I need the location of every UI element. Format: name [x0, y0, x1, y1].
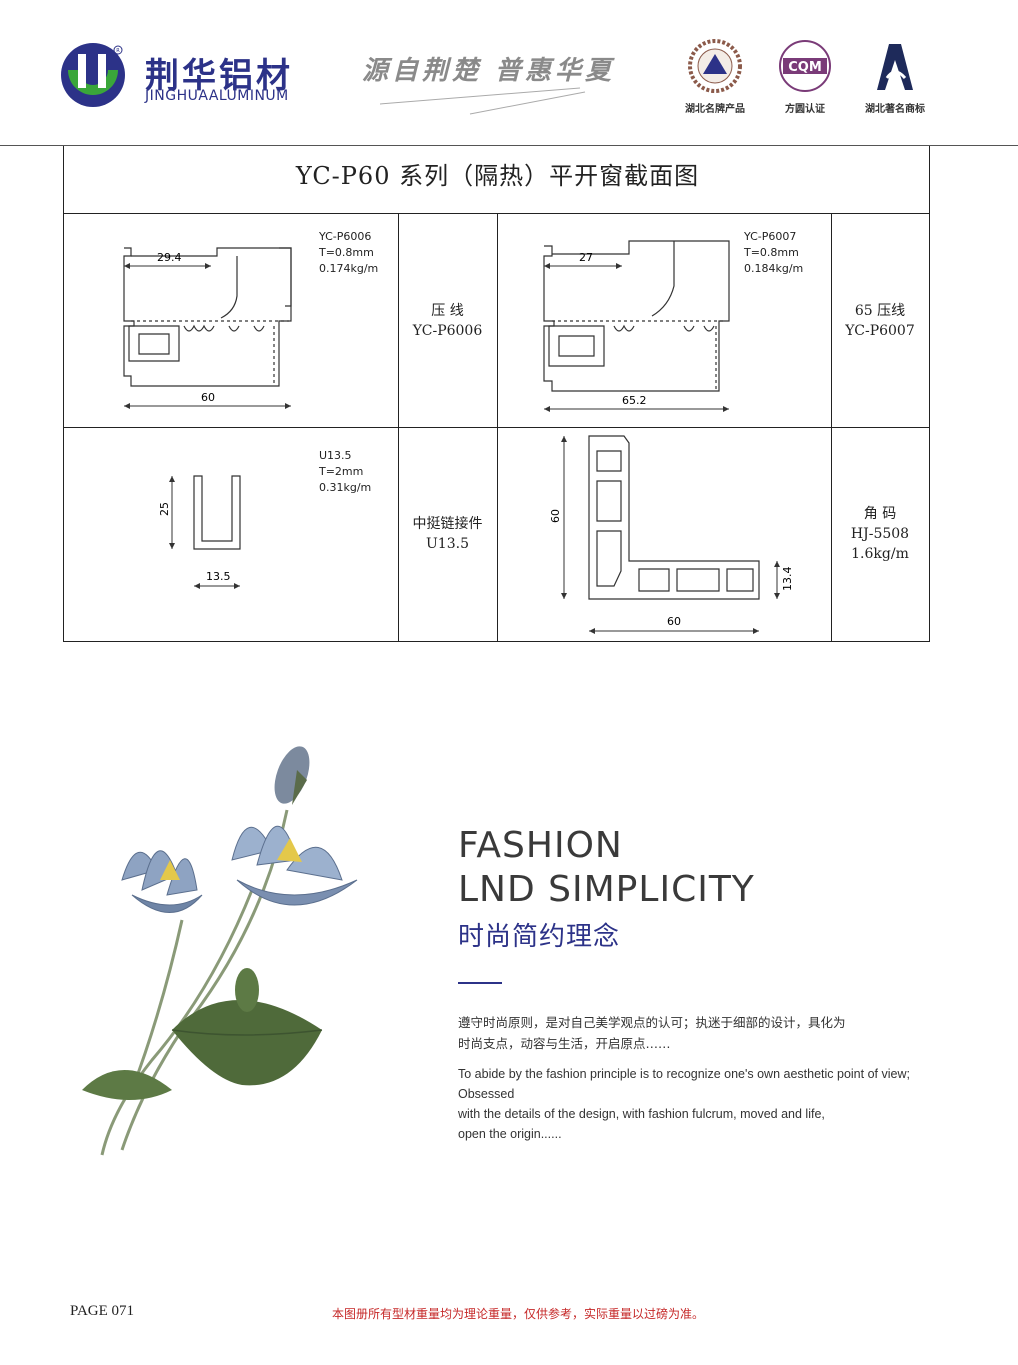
dimension-label: 27	[579, 251, 593, 264]
profile-label-u13-5: 中挺链接件 U13.5	[398, 514, 497, 554]
weight-disclaimer: 本图册所有型材重量均为理论重量，仅供参考，实际重量以过磅为准。	[332, 1307, 705, 1321]
spec-code: U13.5	[319, 449, 352, 462]
provincial-brand-seal-icon	[688, 39, 742, 93]
body-line: open the origin......	[458, 1127, 562, 1141]
profile-code: YC-P6007	[845, 323, 915, 339]
profile-code: HJ-5508	[850, 526, 910, 542]
section-drawing-table: YC-P60 系列（隔热）平开窗截面图 29.4 60 YC-P	[63, 146, 930, 642]
headline-line: LND SIMPLICITY	[458, 869, 755, 910]
dimension-label: 65.2	[622, 394, 647, 407]
dimension-label: 13.5	[206, 570, 231, 583]
table-rule	[398, 213, 399, 641]
profile-drawing-yc-p6006: 29.4 60 YC-P6006 T=0.8mm 0.174kg/m	[109, 226, 399, 420]
body-line: with the details of the design, with fas…	[458, 1107, 825, 1121]
cqm-mark: CQM	[788, 60, 822, 75]
feature-body-en: To abide by the fashion principle is to …	[458, 1064, 948, 1144]
jinghua-logo-icon: R	[61, 43, 125, 107]
profile-label-yc-p6006: 压 线 YC-P6006	[398, 301, 497, 341]
profile-label-hj-5508: 角 码 HJ-5508 1.6kg/m	[831, 504, 929, 564]
feature-headline-cn: 时尚简约理念	[458, 922, 621, 952]
table-title: YC-P60 系列（隔热）平开窗截面图	[295, 162, 700, 190]
cert-famous-trademark: 湖北著名商标	[850, 38, 940, 115]
cert-label: 湖北著名商标	[865, 104, 925, 115]
brand-name-en: JINGHUAALUMINUM	[145, 88, 289, 104]
cqm-certification-icon: CQM	[779, 40, 831, 92]
table-rule	[831, 213, 832, 641]
spec-weight: 0.174kg/m	[319, 262, 378, 275]
accent-divider	[458, 982, 502, 984]
table-rule	[497, 213, 498, 641]
profile-label-yc-p6007: 65 压线 YC-P6007	[831, 301, 929, 341]
flower-right	[231, 825, 358, 906]
feature-body-cn: 遵守时尚原则，是对自己美学观点的认可；执迷于细部的设计，具化为 时尚支点，动容与…	[458, 1012, 928, 1054]
body-line: To abide by the fashion principle is to …	[458, 1067, 910, 1101]
water-lily-illustration	[82, 746, 358, 1156]
headline-line: FASHION	[458, 825, 623, 866]
dimension-label: 13.4	[781, 567, 794, 592]
cert-label: 方圆认证	[785, 104, 825, 115]
cert-label: 湖北名牌产品	[685, 104, 745, 115]
dimension-label: 60	[549, 509, 562, 523]
body-line: 时尚支点，动容与生活，开启原点……	[458, 1036, 671, 1051]
header-divider	[0, 145, 1018, 146]
spec-code: YC-P6007	[743, 230, 796, 243]
dimension-label: 29.4	[157, 251, 182, 264]
profile-code: U13.5	[426, 536, 469, 552]
spec-weight: 0.184kg/m	[744, 262, 803, 275]
spec-thickness: T=2mm	[318, 465, 363, 478]
profile-name: 65 压线	[854, 303, 906, 319]
table-rule	[64, 427, 929, 428]
page-header: R 荆华铝材 JINGHUAALUMINUM 源自荆楚 普惠华夏 湖北名牌产品 …	[0, 0, 1018, 146]
table-rule	[64, 213, 929, 214]
profile-drawing-yc-p6007: 27 65.2 YC-P6007 T=0.8mm 0.184kg/m	[534, 226, 829, 420]
spec-code: YC-P6006	[318, 230, 371, 243]
profile-name: 压 线	[431, 303, 464, 319]
profile-code: YC-P6006	[412, 323, 483, 339]
brand-name-cn: 荆华铝材	[145, 56, 293, 96]
feature-headline-en: FASHION LND SIMPLICITY	[458, 824, 755, 912]
profile-weight: 1.6kg/m	[851, 546, 909, 562]
dimension-label: 25	[158, 502, 171, 516]
flower-left	[121, 850, 203, 913]
cert-cqm: CQM 方圆认证	[760, 38, 850, 115]
slogan: 源自荆楚 普惠华夏	[362, 56, 616, 86]
page-number: PAGE 071	[70, 1303, 135, 1319]
cert-provincial-brand: 湖北名牌产品	[670, 38, 760, 115]
spec-thickness: T=0.8mm	[743, 246, 799, 259]
body-line: 遵守时尚原则，是对自己美学观点的认可；执迷于细部的设计，具化为	[458, 1015, 846, 1030]
famous-trademark-icon	[877, 44, 913, 90]
spec-thickness: T=0.8mm	[318, 246, 374, 259]
profile-drawing-hj-5508: 60 13.4 60	[519, 431, 819, 643]
slogan-underline	[380, 87, 586, 115]
dimension-label: 60	[667, 615, 681, 628]
svg-text:R: R	[116, 48, 120, 54]
profile-name: 角 码	[863, 506, 897, 522]
spec-weight: 0.31kg/m	[319, 481, 371, 494]
profile-name: 中挺链接件	[412, 516, 483, 532]
dimension-label: 60	[201, 391, 215, 404]
profile-drawing-u13-5: 25 13.5 U13.5 T=2mm 0.31kg/m	[154, 441, 398, 605]
